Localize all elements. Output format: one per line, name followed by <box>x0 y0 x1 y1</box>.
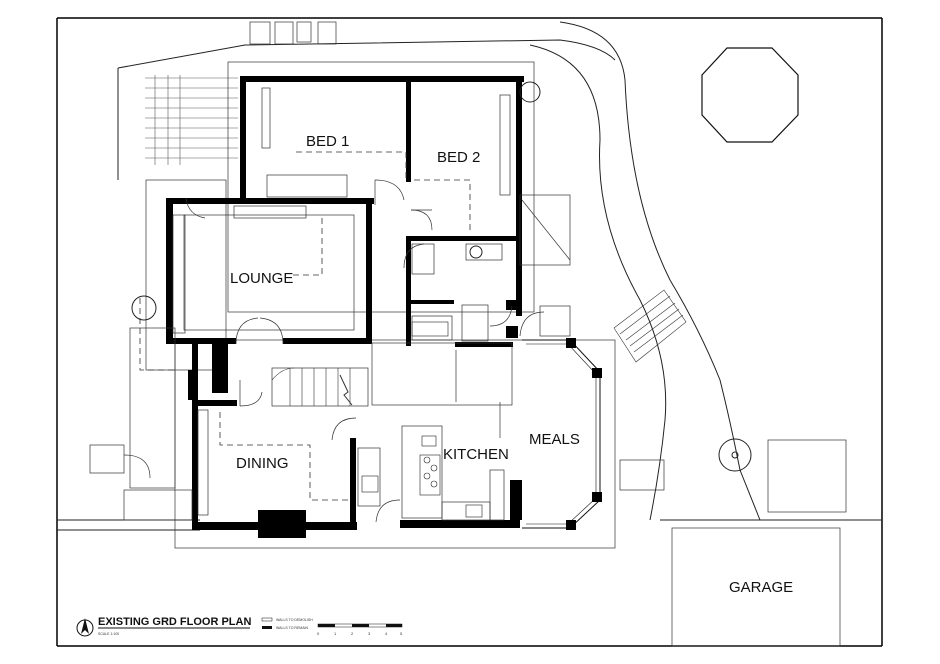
room-label-garage: GARAGE <box>729 579 793 596</box>
walls <box>166 76 524 538</box>
scale-tick-2: 2 <box>351 631 354 636</box>
round-features <box>131 81 752 472</box>
inner-lines <box>89 87 847 647</box>
room-label-bed-1: BED 1 <box>306 133 349 150</box>
title-block: EXISTING GRD FLOOR PLAN SCALE 1:100 WALL… <box>76 616 403 637</box>
scale-bar: 0 1 2 3 4 5 <box>317 623 403 636</box>
octagon-tank <box>701 47 799 143</box>
legend-walls-remain: WALLS TO REMAIN <box>276 626 308 630</box>
kitchen-fixtures <box>361 321 483 518</box>
deck-boards <box>145 75 238 165</box>
drawing-border <box>56 17 883 647</box>
room-label-kitchen: KITCHEN <box>443 446 509 463</box>
room-label-bed-2: BED 2 <box>437 149 480 166</box>
scale-note: SCALE 1:100 <box>98 632 119 636</box>
scale-tick-3: 3 <box>368 631 371 636</box>
staircase <box>271 367 353 406</box>
scale-tick-4: 4 <box>385 631 388 636</box>
external-stairs <box>613 289 687 363</box>
scale-tick-0: 0 <box>317 631 320 636</box>
scale-tick-5: 5 <box>400 631 403 636</box>
room-label-dining: DINING <box>236 455 289 472</box>
dashed-lines <box>139 151 471 501</box>
footprint-outline <box>145 61 616 549</box>
room-label-meals: MEALS <box>529 431 580 448</box>
scale-tick-1: 1 <box>334 631 337 636</box>
door-swings <box>123 179 545 523</box>
room-label-lounge: LOUNGE <box>230 270 293 287</box>
drawing-title: EXISTING GRD FLOOR PLAN <box>98 616 251 628</box>
site-boundary-lines <box>57 21 882 531</box>
top-steps <box>249 21 337 45</box>
legend-walls-demolish: WALLS TO DEMOLISH <box>276 618 313 622</box>
meals-bay-window <box>522 338 602 530</box>
